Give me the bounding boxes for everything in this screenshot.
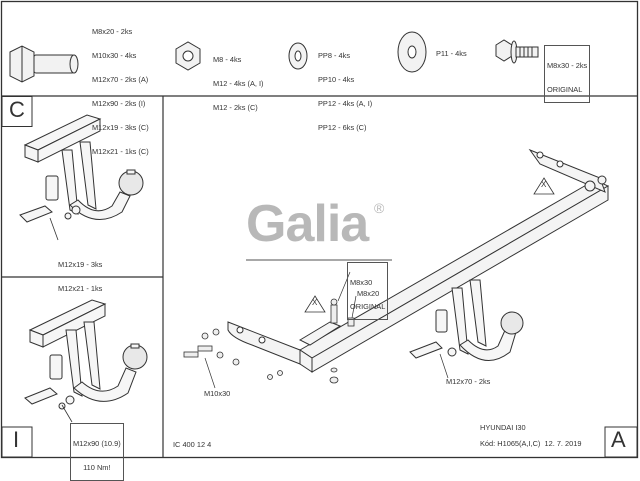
m8x30-label: M8x30 (350, 278, 373, 287)
panel-i-label: 110 Nm! (83, 463, 111, 472)
panel-i-labels: M12x90 (10.9) 110 Nm! (70, 423, 124, 481)
warning-triangle-right (533, 177, 555, 195)
vehicle-name: HYUNDAI I30 (480, 423, 526, 432)
bolt-line: M12x19 - 3ks (C) (92, 123, 149, 132)
big-washer-icon (397, 31, 427, 73)
panel-i-letter: I (13, 427, 20, 452)
bolt-list: M8x20 - 2ks M10x30 - 4ks M12x70 - 2ks (A… (92, 12, 149, 164)
registered-mark: ® (374, 200, 385, 216)
left-bracket (227, 321, 342, 365)
big-washer-label: P11 - 4ks (436, 49, 467, 58)
bolt-line: M12x70 - 2ks (A) (92, 75, 149, 84)
bolt-line: M10x30 - 4ks (92, 51, 137, 60)
bolt-line: M8x20 - 2ks (92, 27, 133, 36)
washer-line: PP12 - 4ks (A, I) (318, 99, 373, 108)
m12x70-label: M12x70 - 2ks (446, 377, 491, 386)
panel-a-letter-box (604, 426, 638, 458)
panel-a-letter: A (611, 427, 626, 452)
m10x30-leader (204, 357, 216, 389)
bolt-line: M12x21 - 1ks (C) (92, 147, 149, 156)
washer-line: PP12 - 6ks (C) (318, 123, 367, 132)
nut-list: M8 - 4ks M12 - 4ks (A, I) M12 - 2ks (C) (213, 40, 264, 120)
washer-list: PP8 - 4ks PP10 - 4ks PP12 - 4ks (A, I) P… (318, 36, 372, 140)
kod-line: Kód: H1065(A,I,C) 12. 7. 2019 (480, 439, 582, 448)
flange-bolt-line: M8x30 - 2ks (547, 61, 588, 70)
m8x20-label: M8x20 (357, 289, 380, 298)
nut-icon (175, 41, 201, 71)
x-mark-right: X (541, 180, 547, 189)
panel-c-label: M12x21 - 1ks (58, 284, 103, 293)
flange-bolt-box: M8x30 - 2ks ORIGINAL (544, 45, 591, 103)
panel-c-label: M12x19 - 3ks (58, 260, 103, 269)
flange-bolt-line: ORIGINAL (547, 85, 583, 94)
main-neck (409, 279, 524, 361)
panel-i-leader (61, 404, 73, 423)
panel-i-letter-box (1, 426, 33, 458)
panel-c-labels: M12x19 - 3ks M12x21 - 1ks (58, 245, 102, 301)
main-crossbar (299, 179, 610, 373)
bolt-line: M12x90 - 2ks (I) (92, 99, 146, 108)
panel-c-towbar-drawing (19, 114, 144, 223)
panel-c-letter: C (9, 97, 25, 122)
m12x70-leader (439, 353, 449, 379)
washer-line: PP8 - 4ks (318, 51, 351, 60)
warning-triangle-left (304, 295, 326, 313)
nut-line: M8 - 4ks (213, 55, 242, 64)
panel-i-label: M12x90 (10.9) (73, 439, 121, 448)
panel-i-towbar-drawing (24, 299, 148, 410)
panel-c-letter-box (1, 96, 33, 127)
washer-icon (288, 42, 308, 70)
nut-line: M12 - 2ks (C) (213, 103, 258, 112)
outer-frame (0, 0, 639, 459)
x-mark-left: X (312, 298, 318, 307)
bolt-icon (9, 45, 79, 83)
nut-line: M12 - 4ks (A, I) (213, 79, 264, 88)
flange-bolt-icon (495, 39, 539, 64)
center-fasteners (329, 298, 355, 384)
fastener-set-left (183, 328, 283, 380)
right-bracket (528, 148, 607, 193)
frame-svg (0, 0, 639, 459)
m8x30-label-box: M8x30 ORIGINAL (347, 262, 389, 320)
m10x30-label: M10x30 (204, 389, 231, 398)
galia-logo: Galia (246, 195, 369, 253)
m8x30-label: ORIGINAL (350, 302, 386, 311)
m8x20-leader (351, 295, 357, 319)
drawing-code: IC 400 12 4 (173, 440, 212, 449)
panel-c-leader (49, 217, 59, 241)
washer-line: PP10 - 4ks (318, 75, 355, 84)
